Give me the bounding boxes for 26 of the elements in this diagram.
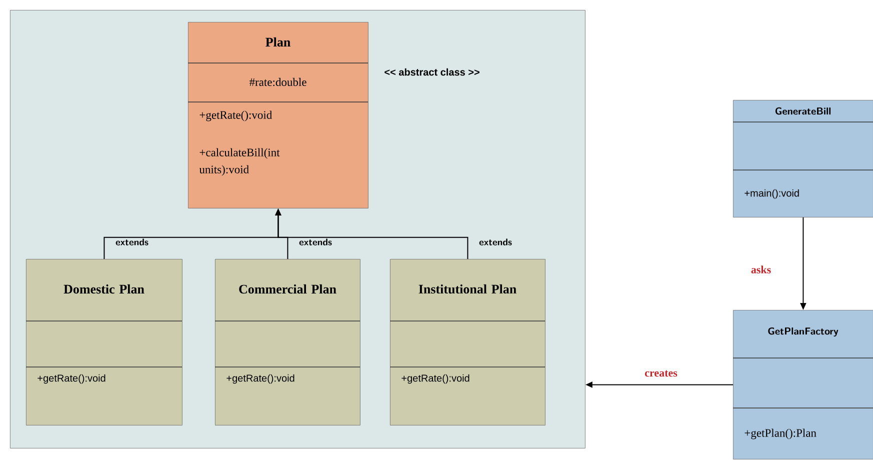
method-text: +getRate():void	[402, 374, 470, 384]
method-text: +getRate():void	[200, 110, 272, 122]
class-name: GenerateBill	[775, 107, 831, 115]
stereotype-label: << abstract class >>	[384, 68, 480, 76]
class-name: GetPlanFactory	[768, 327, 838, 337]
attribute-text: #rate:double	[249, 78, 306, 86]
class-name: Plan	[266, 37, 290, 47]
edge-label: creates	[645, 370, 678, 377]
method-text: +getRate():void	[226, 374, 294, 384]
edge-label: asks	[751, 266, 771, 274]
class-name: Institutional Plan	[418, 284, 516, 294]
class-box	[26, 259, 182, 426]
method-text: +getPlan():Plan	[744, 428, 816, 440]
class-name: Commercial Plan	[239, 284, 336, 294]
class-box	[732, 100, 873, 218]
class-box	[390, 259, 546, 426]
method-text: +getRate():void	[38, 374, 106, 384]
class-box	[188, 22, 368, 208]
class-name: Domestic Plan	[64, 284, 144, 294]
method-text: +calculateBill(int units):void	[199, 148, 280, 176]
class-box	[732, 310, 873, 460]
edge-label: extends	[299, 238, 332, 246]
method-text: +main():void	[744, 189, 799, 199]
edge-label: extends	[116, 238, 148, 246]
edge-label: extends	[479, 238, 512, 246]
class-box	[214, 259, 360, 426]
